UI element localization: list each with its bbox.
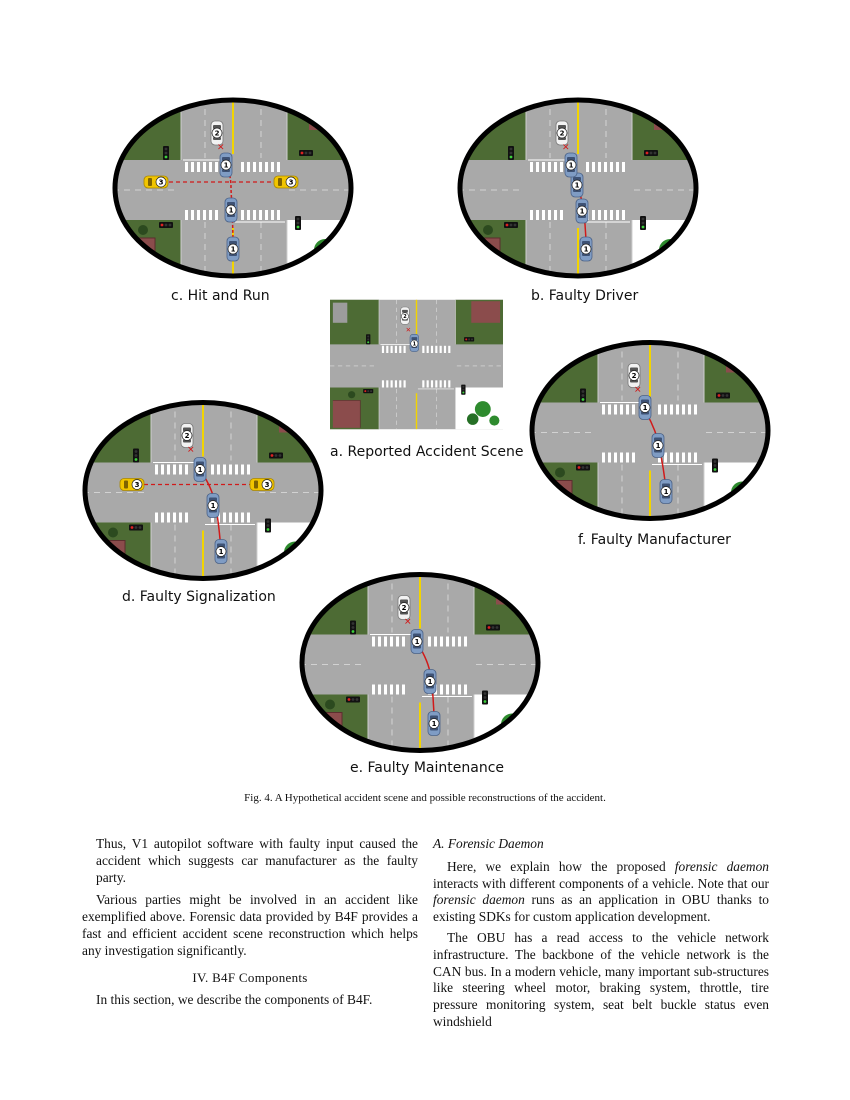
scene-diagram-c: ✕ 1 1 1 2 3 3: [112, 97, 354, 279]
svg-text:1: 1: [664, 488, 669, 496]
svg-text:3: 3: [265, 481, 270, 489]
svg-text:1: 1: [428, 678, 433, 686]
paragraph: The OBU has a read access to the vehicle…: [433, 929, 769, 1029]
right-column: A. Forensic Daemon Here, we explain how …: [433, 836, 769, 1031]
caption-f: f. Faulty Manufacturer: [578, 532, 731, 548]
scene-diagram-e: ✕ 1 1 1 2: [299, 572, 541, 753]
svg-text:2: 2: [403, 314, 407, 320]
svg-text:✕: ✕: [217, 143, 225, 153]
svg-text:1: 1: [656, 442, 661, 450]
scene-diagram-a: ✕ 1 2: [330, 298, 503, 431]
svg-text:✕: ✕: [634, 386, 642, 396]
text-run: runs as an application in OBU thanks to …: [433, 892, 769, 925]
svg-text:2: 2: [402, 604, 407, 612]
svg-text:1: 1: [432, 720, 437, 728]
svg-text:✕: ✕: [404, 618, 412, 628]
scene-diagram-d: ✕ 1 1 1 2 3 3: [82, 400, 324, 581]
figure-caption: Fig. 4. A Hypothetical accident scene an…: [244, 792, 606, 804]
svg-text:1: 1: [569, 162, 574, 170]
svg-text:1: 1: [231, 246, 236, 254]
left-column: Thus, V1 autopilot software with faulty …: [82, 836, 418, 1009]
svg-text:✕: ✕: [187, 446, 195, 456]
svg-text:✕: ✕: [562, 143, 570, 153]
svg-text:2: 2: [632, 372, 637, 380]
svg-text:3: 3: [159, 179, 164, 187]
svg-text:2: 2: [560, 130, 565, 138]
svg-text:1: 1: [415, 638, 420, 646]
panel-f-faulty-manufacturer: ✕ 1 1 1 2: [525, 333, 775, 528]
caption-d: d. Faulty Signalization: [122, 589, 276, 605]
caption-e: e. Faulty Maintenance: [350, 760, 505, 776]
quote-paragraph: Thus, V1 autopilot software with faulty …: [96, 836, 418, 885]
scene-diagram-f: ✕ 1 1 1 2: [529, 340, 771, 521]
caption-a: a. Reported Accident Scene: [330, 444, 524, 460]
svg-text:1: 1: [580, 208, 585, 216]
panel-b-faulty-driver: ✕ 1 1 1 1 2: [453, 93, 703, 283]
paragraph: In this section, we describe the compone…: [96, 992, 373, 1008]
svg-text:1: 1: [575, 182, 580, 190]
subsection-heading: A. Forensic Daemon: [433, 836, 544, 851]
svg-text:3: 3: [135, 481, 140, 489]
emphasis: forensic daemon: [674, 858, 769, 874]
paragraph: Various parties might be involved in an …: [82, 892, 418, 958]
svg-text:2: 2: [185, 432, 190, 440]
emphasis: forensic daemon: [433, 892, 525, 908]
caption-c: c. Hit and Run: [171, 288, 270, 304]
scene-diagram-b: ✕ 1 1 1 1 2: [457, 97, 699, 279]
caption-b: b. Faulty Driver: [531, 288, 639, 304]
svg-text:1: 1: [229, 207, 234, 215]
svg-text:✕: ✕: [406, 326, 411, 334]
paragraph: Here, we explain how the proposed forens…: [433, 859, 769, 926]
svg-text:1: 1: [211, 502, 216, 510]
svg-text:1: 1: [584, 246, 589, 254]
text-run: Here, we explain how the proposed: [447, 858, 675, 874]
svg-text:1: 1: [224, 162, 229, 170]
text-run: interacts with different components of a…: [433, 875, 769, 891]
panel-a-reported-scene: ✕ 1 2: [330, 289, 503, 440]
panel-d-faulty-signalization: ✕ 1 1 1 2 3 3: [78, 393, 328, 588]
panel-e-faulty-maintenance: ✕ 1 1 1 2: [295, 565, 545, 760]
svg-text:3: 3: [289, 179, 294, 187]
svg-text:1: 1: [198, 466, 203, 474]
svg-text:2: 2: [215, 130, 220, 138]
svg-text:1: 1: [643, 404, 648, 412]
section-heading: IV. B4F Components: [192, 969, 308, 985]
svg-text:1: 1: [219, 548, 224, 556]
panel-c-hit-and-run: ✕ 1 1 1 2 3 3: [108, 93, 358, 283]
svg-text:1: 1: [413, 341, 417, 347]
